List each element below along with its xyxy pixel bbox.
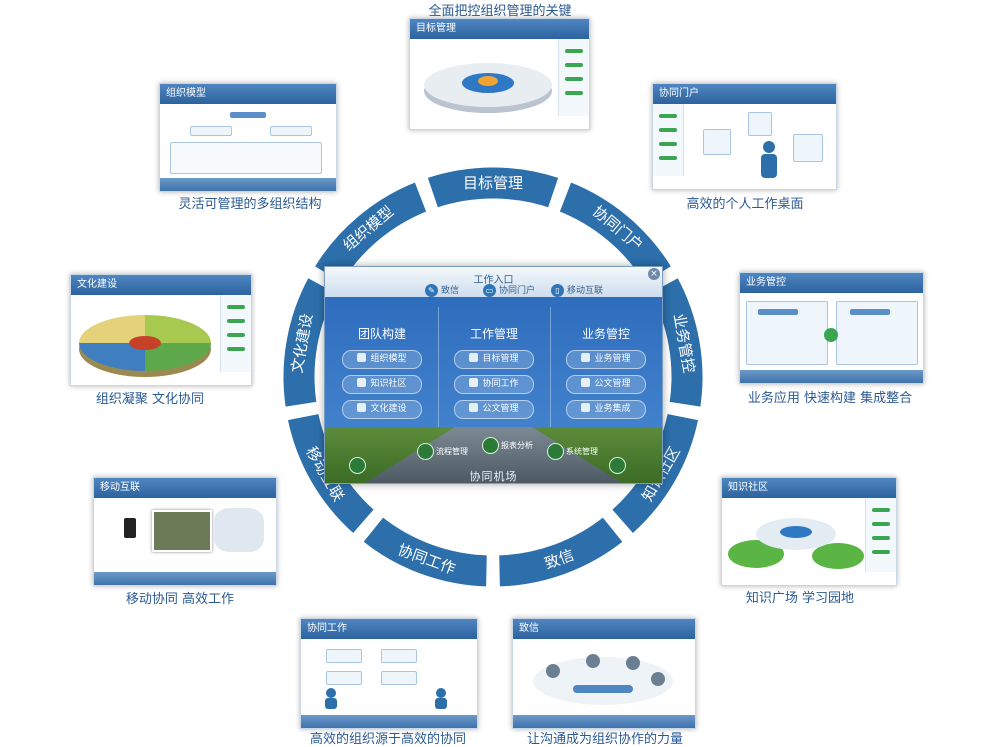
thumb-portal[interactable]: 协同门户 (652, 83, 837, 190)
column-heading: 团队构建 (357, 327, 406, 341)
thumb-collab-title: 协同工作 (301, 619, 477, 639)
thumb-business-title: 业务管控 (740, 273, 923, 293)
link-icon (469, 378, 479, 387)
caption-business: 业务应用 快速构建 集成整合 (747, 391, 913, 406)
check-icon (824, 328, 838, 342)
play-icon (609, 457, 626, 474)
monitor-icon: ▭ (483, 284, 496, 297)
clock-icon (349, 457, 366, 474)
caption-target: 全面把控组织管理的关键 (428, 4, 572, 19)
world-map-image (214, 508, 264, 552)
thumb-culture[interactable]: 文化建设 (70, 274, 252, 386)
chart-icon (482, 437, 499, 454)
phone-icon (124, 518, 136, 538)
target-disc-graphic (424, 63, 552, 113)
book-icon (357, 378, 367, 387)
btn-business-manage[interactable]: 业务管理 (566, 350, 646, 369)
runway-right-icon[interactable] (609, 457, 628, 474)
thumb-knowledge[interactable]: 知识社区 (721, 477, 897, 586)
column-business: 业务管控 业务管理 公文管理 业务集成 (551, 303, 661, 433)
thumb-target[interactable]: 目标管理 (409, 18, 590, 130)
meeting-icon (469, 403, 479, 412)
column-team-build: 团队构建 组织模型 知识社区 文化建设 (327, 303, 437, 433)
runway-item-system[interactable]: 系统管理 (547, 443, 598, 460)
briefcase-icon (581, 353, 591, 362)
runway-left-icon[interactable] (349, 457, 368, 474)
thumb-zhixin-title: 致信 (513, 619, 695, 639)
btn-knowledge[interactable]: 知识社区 (342, 375, 422, 394)
document-icon (581, 378, 591, 387)
btn-integration[interactable]: 业务集成 (566, 400, 646, 419)
thumb-org-title: 组织模型 (160, 84, 336, 104)
btn-collab[interactable]: 协同工作 (454, 375, 534, 394)
people-icon (357, 353, 367, 362)
ring-segment[interactable] (421, 162, 565, 214)
target-icon (469, 353, 479, 362)
work-portal-window: 工作入口 × ✎致信 ▭协同门户 ▯移动互联 团队构建 组织模型 知识社区 文化… (324, 266, 663, 484)
runway-item-flow[interactable]: 流程管理 (417, 443, 468, 460)
caption-mobile: 移动协同 高效工作 (125, 592, 235, 607)
thumb-org[interactable]: 组织模型 (159, 83, 337, 192)
thumb-knowledge-title: 知识社区 (722, 478, 896, 498)
btn-culture[interactable]: 文化建设 (342, 400, 422, 419)
culture-disc-graphic (79, 315, 211, 377)
caption-knowledge: 知识广场 学习园地 (745, 591, 855, 606)
people-icons (325, 688, 447, 709)
thumb-mobile[interactable]: 移动互联 (93, 477, 277, 586)
column-work-manage: 工作管理 目标管理 协同工作 公文管理 (439, 303, 549, 433)
column-heading: 工作管理 (469, 327, 518, 341)
thumb-zhixin[interactable]: 致信 (512, 618, 696, 729)
column-divider (550, 307, 551, 427)
portal-title: 工作入口 (473, 275, 514, 286)
thumb-target-title: 目标管理 (410, 19, 589, 39)
pen-icon: ✎ (425, 284, 438, 297)
knowledge-disc-graphic (728, 518, 864, 569)
portal-item-portal[interactable]: ▭协同门户 (483, 283, 535, 297)
thumb-culture-title: 文化建设 (71, 275, 251, 295)
tablet-icon: ▯ (551, 284, 564, 297)
thumb-mobile-title: 移动互联 (94, 478, 276, 498)
flow-icon (417, 443, 434, 460)
btn-doc-manage[interactable]: 公文管理 (566, 375, 646, 394)
btn-target[interactable]: 目标管理 (454, 350, 534, 369)
btn-doc[interactable]: 公文管理 (454, 400, 534, 419)
photo-image (152, 510, 212, 552)
caption-portal: 高效的个人工作桌面 (686, 197, 804, 212)
thumb-portal-title: 协同门户 (653, 84, 836, 104)
settings-icon (547, 443, 564, 460)
caption-culture: 组织凝聚 文化协同 (95, 392, 205, 407)
ring-segment[interactable] (308, 176, 433, 290)
thumb-collab[interactable]: 协同工作 (300, 618, 478, 729)
portal-item-zhixin[interactable]: ✎致信 (425, 283, 459, 297)
caption-zhixin: 让沟通成为组织协作的力量 (526, 732, 683, 747)
ring-segment[interactable] (494, 510, 630, 592)
portal-item-mobile[interactable]: ▯移动互联 (551, 283, 603, 297)
person-icon (761, 141, 777, 178)
column-heading: 业务管控 (581, 327, 630, 341)
caption-org: 灵活可管理的多组织结构 (178, 197, 322, 212)
runway-item-report[interactable]: 报表分析 (482, 437, 533, 454)
zhixin-network-graphic (533, 654, 673, 705)
close-icon[interactable]: × (648, 268, 660, 280)
column-divider (438, 307, 439, 427)
ring-segment[interactable] (356, 510, 492, 592)
runway-label: 协同机场 (469, 470, 518, 483)
grid-icon (581, 403, 591, 412)
btn-org-model[interactable]: 组织模型 (342, 350, 422, 369)
thumb-business[interactable]: 业务管控 (739, 272, 924, 384)
caption-collab: 高效的组织源于高效的协同 (309, 732, 466, 747)
ring-segment-label: 目标管理 (463, 174, 523, 192)
folder-icon (357, 403, 367, 412)
